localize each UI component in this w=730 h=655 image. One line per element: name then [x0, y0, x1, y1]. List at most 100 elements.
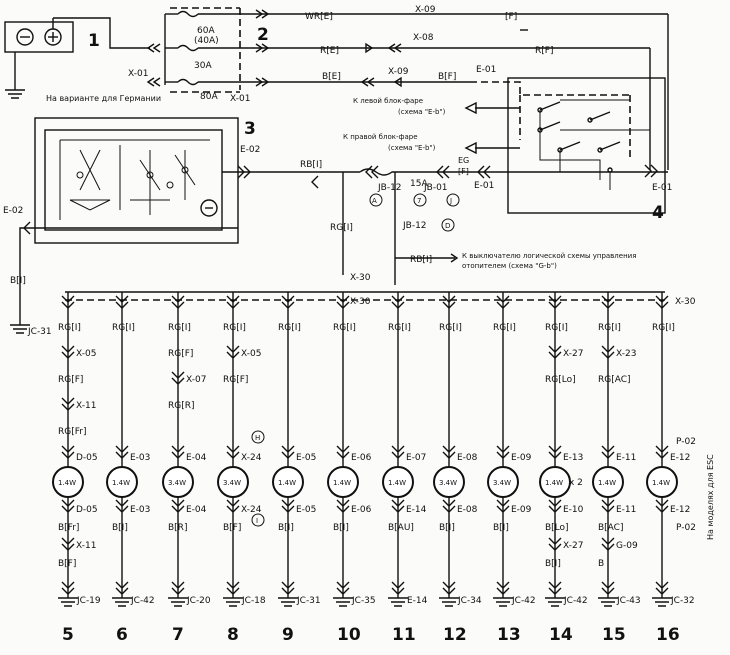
- connector-jb12-top: JB-12: [377, 183, 402, 193]
- connector-jb01: JB-01: [423, 183, 448, 193]
- connector-symbol: [61, 295, 75, 309]
- branch-bottom-label: B[Fr]: [58, 523, 79, 533]
- to-heater-switch: К выключателю логической схемы управлени…: [462, 252, 636, 260]
- branch-mid-connector: X-07: [186, 375, 206, 385]
- module-motor-icon: [200, 199, 218, 217]
- battery-negative-terminal: [16, 28, 34, 46]
- lamp-rating: 1.4W: [278, 479, 296, 487]
- branch-connector-top: E-07: [406, 453, 426, 463]
- branch-mid-label: RG[Lo]: [545, 375, 576, 385]
- connector-symbol: [601, 581, 615, 595]
- lamp-bulb-icon: [592, 466, 624, 498]
- lamp-rating: 3.4W: [439, 479, 457, 487]
- branch-bottom-connector: X-27: [563, 541, 583, 551]
- connector-symbol: [655, 445, 669, 459]
- to-right-headlight-scheme: (схема "E-b"): [388, 144, 436, 152]
- branch-mid-label: RG[AC]: [598, 375, 631, 385]
- connector-e02-module: E-02: [240, 145, 260, 155]
- ground-icon: [545, 597, 565, 607]
- connector-symbol: [115, 445, 129, 459]
- ground-icon: [58, 597, 78, 607]
- connector-e02-left: E-02: [3, 206, 23, 216]
- connector-symbol: [655, 581, 669, 595]
- connector-symbol: [442, 295, 456, 309]
- branch-bottom-label: B: [598, 559, 604, 569]
- connector-symbol: [281, 499, 295, 513]
- branch-connector-bottom: E-11: [616, 505, 636, 515]
- connector-symbol: [171, 581, 185, 595]
- label-40a: (40A): [194, 36, 219, 46]
- branch-number: 6: [116, 625, 128, 645]
- branch-connector-bottom: E-09: [511, 505, 532, 515]
- branch-ground-label: E-14: [407, 596, 428, 606]
- arrow-left-headlight: [464, 101, 520, 115]
- branch-ground-label: JC-42: [511, 596, 536, 606]
- branch-mid-connector: X-27: [563, 349, 583, 359]
- connector-x01-bottom: X-01: [230, 94, 250, 104]
- connector-symbol: [336, 445, 350, 459]
- lamp-rating: 1.4W: [545, 479, 563, 487]
- connector-symbol: [548, 581, 562, 595]
- branch-bottom-label: B[F]: [223, 523, 241, 533]
- connector-symbol: [655, 295, 669, 309]
- component-number-2: 2: [257, 25, 269, 45]
- ground-icon: [598, 597, 618, 607]
- fuse-block: [164, 7, 241, 93]
- branch-connector-top: X-24: [241, 453, 262, 463]
- marker-i: I: [256, 517, 258, 525]
- connector-e01-top: E-01: [476, 65, 496, 75]
- branch-number: 16: [656, 625, 680, 645]
- branch-connector-top: E-12: [670, 453, 690, 463]
- wire-rg-main: RG[I]: [330, 223, 353, 233]
- connector-p02-top: P-02: [676, 437, 696, 447]
- light-switch-block: [464, 77, 668, 214]
- branch-connector-bottom: E-14: [406, 505, 427, 515]
- connector-symbol: [601, 445, 615, 459]
- wire-r-e: R[E]: [320, 46, 339, 56]
- connector-symbol: [281, 295, 295, 309]
- branch-bottom-label: B[I]: [545, 559, 561, 569]
- wire-b-left: B[I]: [10, 276, 26, 286]
- connector-x09-top: X-09: [415, 5, 436, 15]
- connector-symbol: [115, 295, 129, 309]
- fuse-15a: 15A: [410, 179, 428, 189]
- connector-symbol: [336, 581, 350, 595]
- branch-mid-connector: X-11: [76, 401, 96, 411]
- branch-bottom-label: B[AC]: [598, 523, 623, 533]
- marker-i-circle: [251, 513, 265, 527]
- connector-symbol: [115, 499, 129, 513]
- branch-top-label: RG[I]: [493, 323, 516, 333]
- wire-rb-module: RB[I]: [300, 160, 322, 170]
- branch-connector-bottom: E-08: [457, 505, 478, 515]
- connector-e01-right: E-01: [652, 183, 672, 193]
- wire-b-e: B[E]: [322, 72, 341, 82]
- connector-symbol: [496, 581, 510, 595]
- branch-bottom-label: B[AU]: [388, 523, 414, 533]
- connector-symbol: [391, 581, 405, 595]
- marker-d: D: [445, 222, 450, 230]
- ground-icon: [278, 597, 298, 607]
- lamp-rating: 1.4W: [598, 479, 616, 487]
- branch-number: 9: [282, 625, 294, 645]
- connector-x30-right: X-30: [675, 297, 696, 307]
- lamp-bulb-icon: [327, 466, 359, 498]
- label-60a: 60A: [197, 26, 215, 36]
- branch-connector-bottom: E-12: [670, 505, 690, 515]
- branch-mid-connector: X-23: [616, 349, 636, 359]
- connector-symbol: [548, 295, 562, 309]
- connector-jb12-mid: JB-12: [402, 221, 427, 231]
- fuse-80a: [177, 78, 199, 86]
- connector-symbol: [226, 581, 240, 595]
- esc-models-note: На моделях для ESC: [706, 454, 715, 540]
- lamp-bulb-icon: [217, 466, 249, 498]
- branch-bottom-label: B[I]: [439, 523, 455, 533]
- connector-symbol: [496, 499, 510, 513]
- wire-f-top: [F]: [505, 12, 517, 22]
- connector-x01-left: X-01: [128, 69, 148, 79]
- connector-symbol: [61, 345, 75, 359]
- connector-symbol: [226, 499, 240, 513]
- lamp-rating: 1.4W: [58, 479, 76, 487]
- connector-symbol: [61, 537, 75, 551]
